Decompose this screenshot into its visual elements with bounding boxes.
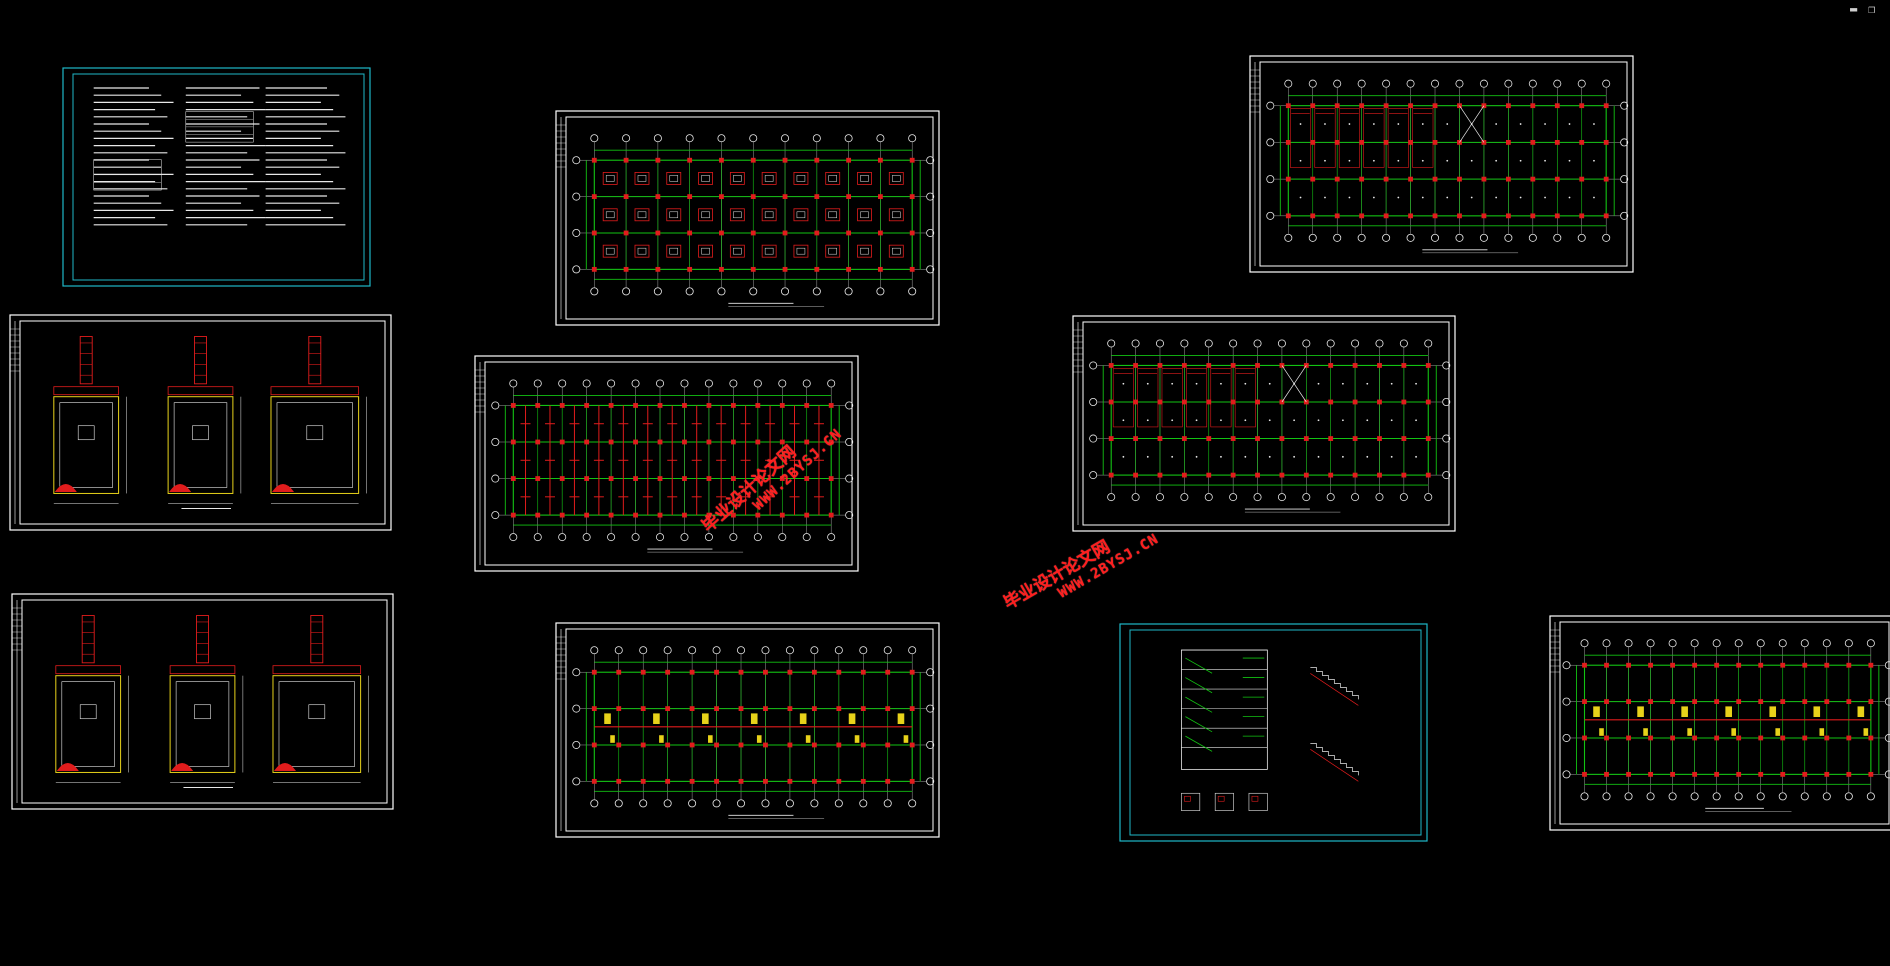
drawing-sheet-3[interactable]	[1249, 55, 1634, 273]
drawing-sheet-5[interactable]	[474, 355, 859, 572]
drawing-sheet-7[interactable]	[11, 593, 394, 810]
minimize-icon[interactable]: ▬	[1850, 2, 1858, 16]
drawing-sheet-2[interactable]	[555, 110, 940, 326]
drawing-sheet-1[interactable]	[62, 67, 371, 287]
drawing-sheet-9[interactable]	[1119, 623, 1428, 842]
restore-icon[interactable]: ❐	[1868, 2, 1876, 16]
drawing-sheet-4[interactable]	[9, 314, 392, 531]
drawing-sheet-6[interactable]	[1072, 315, 1456, 532]
drawing-sheet-8[interactable]	[555, 622, 940, 838]
drawing-sheet-10[interactable]	[1549, 615, 1890, 831]
